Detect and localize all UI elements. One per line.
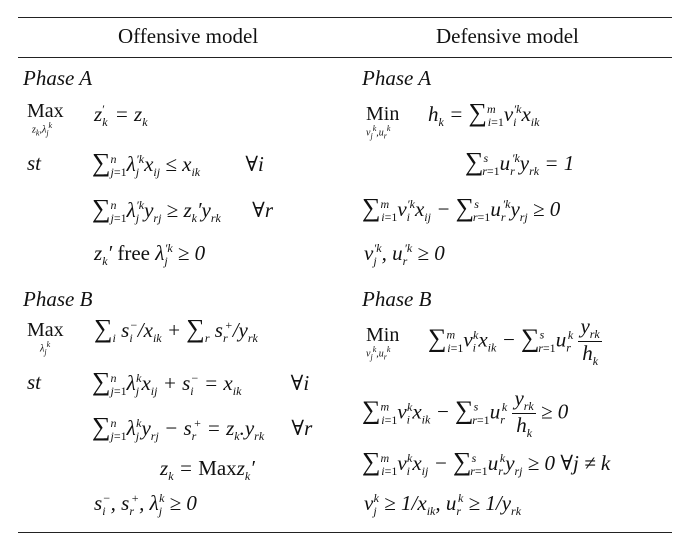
defensive-phase-a-constraint-3: vj′k, ur′k ≥ 0 xyxy=(364,241,445,269)
table-top-rule xyxy=(18,17,672,18)
offensive-phase-b-st: st xyxy=(27,370,42,394)
offensive-phase-a-objective: Max xyxy=(27,100,64,122)
defensive-phase-b-objective: Min xyxy=(366,324,400,346)
offensive-phase-b-objective-expr: ∑i si−/xik + ∑r sr+/yrk xyxy=(94,314,258,346)
defensive-phase-b-objective-vars: vjk,urk xyxy=(366,345,391,362)
table-bottom-rule xyxy=(18,532,672,533)
table-header-rule xyxy=(18,57,672,58)
defensive-model-header: Defensive model xyxy=(436,24,579,48)
offensive-phase-a-constraint-2: ∑nj=1λj′kyrj ≥ zk′yrk ∀r xyxy=(92,194,273,226)
defensive-phase-a-objective-vars: vjk,urk xyxy=(366,124,391,141)
offensive-phase-b-constraint-2: ∑nj=1λjkyrj − sr+ = zk.yrk ∀r xyxy=(92,412,313,444)
offensive-phase-b-constraint-3: zk = Maxzk′ xyxy=(160,456,255,484)
defensive-phase-a-objective: Min xyxy=(366,103,400,125)
offensive-phase-a-objective-eq: zk′ = zk xyxy=(94,102,148,130)
defensive-phase-b-title: Phase B xyxy=(362,287,432,311)
offensive-phase-a-title: Phase A xyxy=(23,66,93,90)
offensive-phase-a-objective-vars: zk,λjk xyxy=(32,121,53,138)
defensive-phase-b-constraint-2: ∑mi=1vikxij − ∑sr=1urkyrj ≥ 0 ∀j ≠ k xyxy=(362,447,611,479)
offensive-phase-a-constraint-3: zk′ free λj′k ≥ 0 xyxy=(94,241,206,269)
defensive-phase-a-constraint-1: ∑sr=1ur′kyrk = 1 xyxy=(465,147,575,179)
offensive-phase-b-constraint-4: si−, sr+, λjk ≥ 0 xyxy=(94,491,197,519)
offensive-phase-b-objective-vars: λjk xyxy=(40,340,51,357)
offensive-phase-a-st: st xyxy=(27,151,42,175)
defensive-phase-b-constraint-3: vjk ≥ 1/xik, urk ≥ 1/yrk xyxy=(364,491,522,519)
defensive-phase-a-objective-eq: hk = ∑mi=1vi′kxik xyxy=(428,98,540,130)
offensive-phase-b-objective: Max xyxy=(27,319,64,341)
offensive-phase-b-constraint-1: ∑nj=1λjkxij + si− = xik ∀i xyxy=(92,367,310,399)
offensive-phase-a-constraint-1: ∑nj=1λj′kxij ≤ xik ∀i xyxy=(92,148,264,180)
defensive-phase-a-constraint-2: ∑mi=1vi′kxij − ∑sr=1ur′kyrj ≥ 0 xyxy=(362,193,561,225)
defensive-phase-a-title: Phase A xyxy=(362,66,432,90)
offensive-phase-b-title: Phase B xyxy=(23,287,93,311)
offensive-model-header: Offensive model xyxy=(118,24,259,48)
